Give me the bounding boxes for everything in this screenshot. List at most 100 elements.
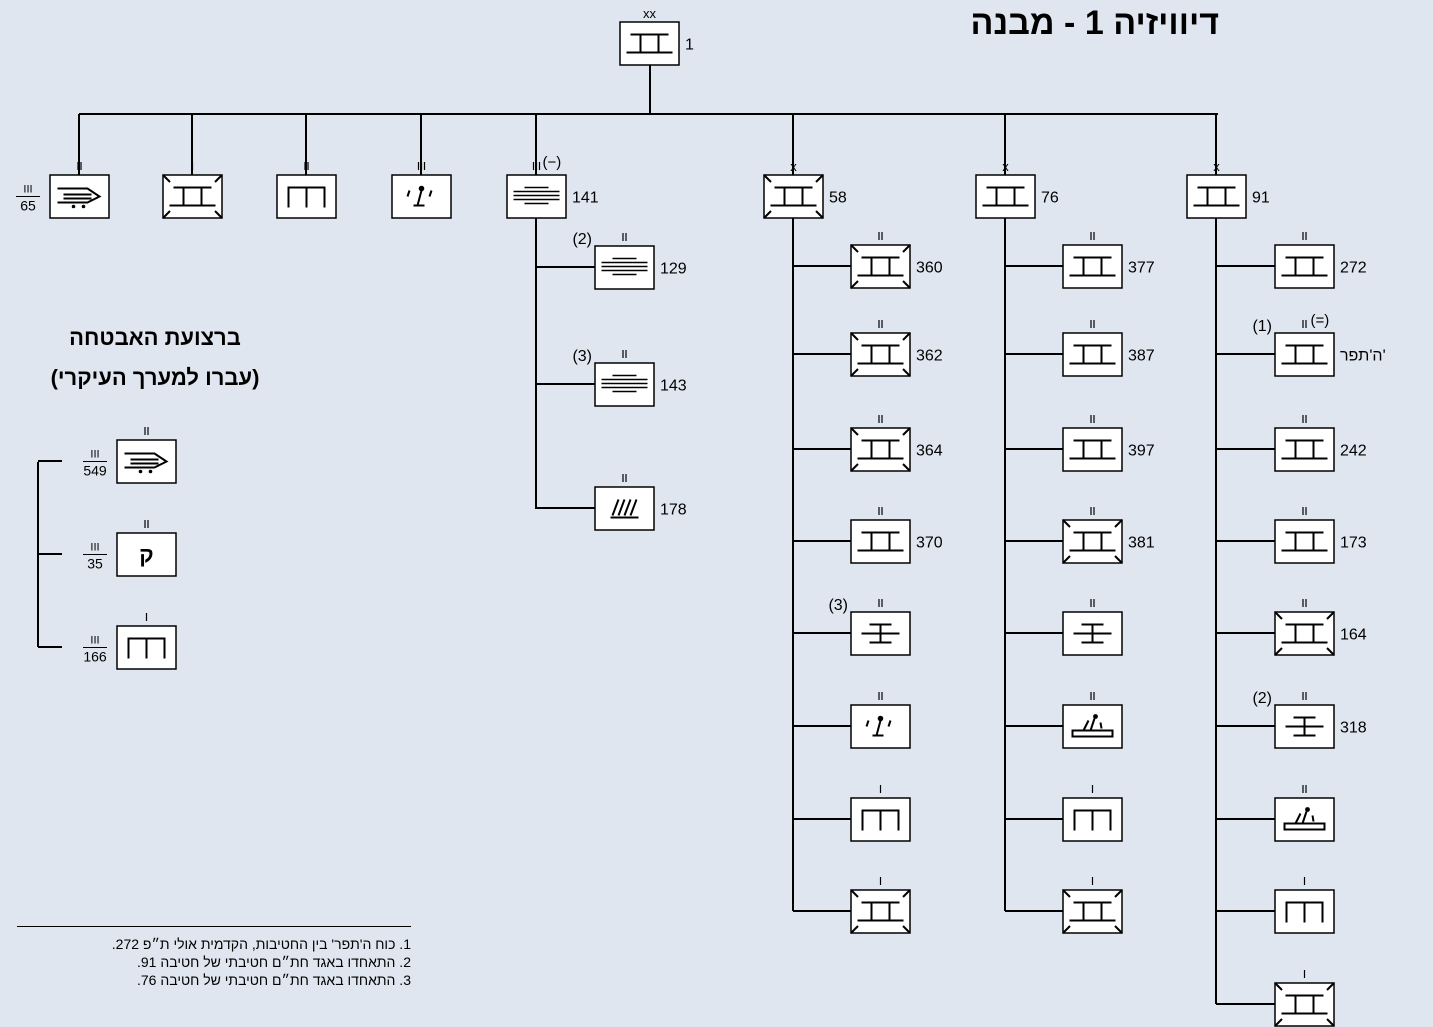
armor-corner-icon	[815, 174, 824, 183]
signals-icon	[887, 720, 892, 727]
unit-designation: 360	[916, 260, 943, 277]
parent-designation: 166	[83, 649, 107, 665]
unit-battalion	[850, 785, 911, 842]
armor-corner-icon	[902, 889, 911, 898]
note-3: 3. התאחדו באגד חת״ם חטיבתי של חטיבה 76.	[137, 972, 411, 988]
unit-battalion: 364	[850, 415, 943, 472]
signals-icon	[418, 185, 425, 192]
logistics-icon	[1294, 813, 1302, 824]
armor-corner-icon	[902, 244, 911, 253]
recon-icon	[57, 187, 102, 204]
note-2: 2. התאחדו באגד חת״ם חטיבתי של חטיבה 91.	[137, 954, 411, 970]
parent-echelon: III	[90, 635, 99, 647]
armor-corner-icon	[902, 280, 911, 289]
unit-battalion: (=) ה'תפר' (1)	[1252, 312, 1386, 377]
note-ref: (3)	[828, 597, 848, 614]
unit-box	[1274, 982, 1335, 1027]
parent-designation: 549	[83, 463, 107, 479]
armor-corner-icon	[850, 368, 859, 377]
unit-battalion	[1274, 877, 1335, 934]
unit-battalion	[850, 877, 911, 934]
unit-reserve: III 166	[83, 613, 177, 670]
unit-box	[594, 486, 655, 531]
rocket-icon	[623, 499, 632, 516]
note-ref: (2)	[1252, 690, 1272, 707]
unit-designation: 141	[572, 190, 599, 207]
unit-box	[1274, 332, 1335, 377]
unit-battalion: 242	[1274, 415, 1367, 472]
armor-corner-icon	[815, 210, 824, 219]
armor-corner-icon	[1062, 519, 1071, 528]
signals-icon	[875, 720, 882, 736]
unit-battalion	[1062, 692, 1123, 749]
signals-icon	[416, 190, 423, 206]
armor-corner-icon	[850, 925, 859, 934]
logistics-icon	[1099, 722, 1103, 729]
unit-battalion: 387	[1062, 320, 1155, 377]
unit-battalion: 173	[1274, 507, 1367, 564]
unit-box	[850, 244, 911, 289]
unit-designation: 58	[829, 190, 847, 207]
unit-designation: ה'תפר'	[1340, 348, 1386, 365]
unit-divisional: III 65	[16, 162, 110, 219]
rocket-icon	[617, 499, 626, 516]
echelon-mark: x	[790, 159, 797, 174]
signals-icon	[428, 190, 433, 197]
armor-corner-icon	[850, 463, 859, 472]
unit-box	[1274, 427, 1335, 472]
armor-corner-icon	[902, 925, 911, 934]
armor-corner-icon	[763, 174, 772, 183]
armor-corner-icon	[902, 463, 911, 472]
unit-brigade: x 58	[763, 159, 847, 219]
unit-box	[1062, 332, 1123, 377]
unit-artillery-battalion: 129(2)	[572, 231, 687, 290]
unit-designation: 272	[1340, 260, 1367, 277]
parent-echelon: III	[23, 184, 32, 196]
armor-corner-icon	[1274, 611, 1283, 620]
unit-battalion: 272	[1274, 232, 1367, 289]
armor-corner-icon	[1326, 1018, 1335, 1027]
note-ref: (1)	[1252, 318, 1272, 335]
armor-corner-icon	[902, 368, 911, 377]
rocket-icon	[629, 499, 638, 516]
unit-designation: 242	[1340, 443, 1367, 460]
unit-battalion	[1062, 877, 1123, 934]
unit-designation: 387	[1128, 348, 1155, 365]
parent-designation: 65	[20, 198, 36, 214]
strength-modifier: (=)	[1311, 312, 1330, 329]
unit-battalion	[850, 692, 911, 749]
recon-icon	[148, 469, 153, 474]
unit-box	[850, 519, 911, 564]
unit-box	[594, 362, 655, 407]
unit-battalion	[1062, 785, 1123, 842]
unit-battalion: 318(2)	[1252, 690, 1367, 749]
logistics-icon	[1082, 720, 1090, 731]
parent-echelon: III	[90, 542, 99, 554]
armor-corner-icon	[1114, 519, 1123, 528]
note-1: 1. כוח ה'תפר' בין החטיבות, הקדמית אולי ת…	[111, 936, 411, 952]
armor-corner-icon	[850, 332, 859, 341]
unit-designation: 76	[1041, 190, 1059, 207]
logistics-icon	[1089, 718, 1096, 731]
unit-box	[1274, 611, 1335, 656]
armor-corner-icon	[1062, 889, 1071, 898]
unit-box	[1274, 244, 1335, 289]
parent-designation: 35	[87, 556, 103, 572]
unit-division-root: xx1	[619, 6, 694, 66]
unit-box	[850, 889, 911, 934]
unit-divisional: (−) 141	[506, 154, 599, 219]
unit-box	[763, 174, 824, 219]
armor-corner-icon	[1274, 647, 1283, 656]
armor-corner-icon	[1114, 889, 1123, 898]
unit-designation: 370	[916, 535, 943, 552]
unit-box	[594, 245, 655, 290]
armor-corner-icon	[1114, 925, 1123, 934]
unit-box	[1186, 174, 1247, 219]
page-title: דיוויזיה 1 - מבנה	[970, 4, 1219, 42]
logistics-icon	[1305, 807, 1310, 812]
logistics-icon	[1071, 729, 1114, 738]
unit-divisional	[162, 162, 223, 219]
strength-modifier: (−)	[543, 154, 562, 171]
letter-icon: ק	[139, 543, 153, 568]
